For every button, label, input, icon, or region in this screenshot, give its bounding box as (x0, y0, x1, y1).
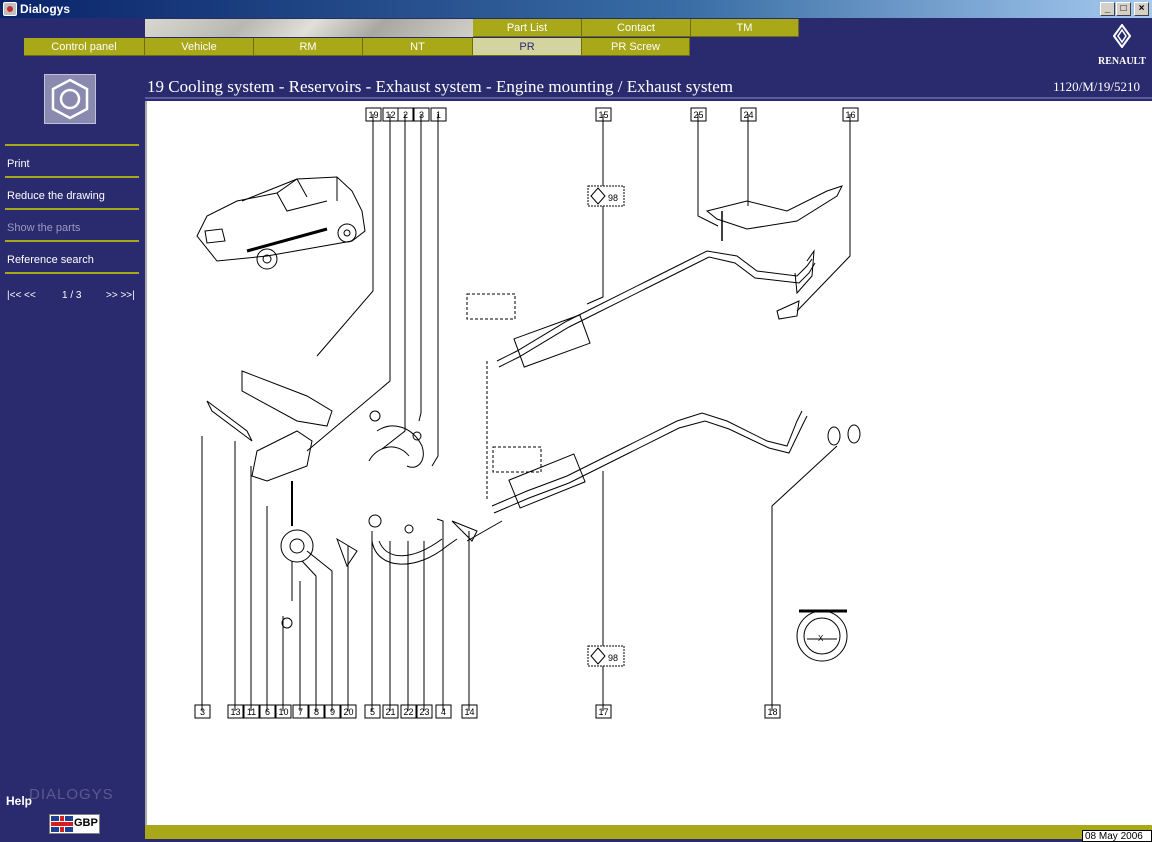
sidebar-item-reference-search[interactable]: Reference search (7, 254, 94, 266)
section-logo (44, 74, 96, 124)
nav-vehicle[interactable]: Vehicle (145, 38, 254, 56)
language-selector[interactable]: GBP (49, 814, 100, 834)
window-title-bar: Dialogys _ □ × (0, 0, 1152, 18)
renault-diamond-icon (1112, 23, 1132, 49)
brand-name: RENAULT (1098, 56, 1146, 67)
sidebar-item-reduce-drawing[interactable]: Reduce the drawing (7, 190, 105, 202)
bottom-ref-label[interactable]: 7 (298, 707, 303, 717)
nav-nt[interactable]: NT (363, 38, 473, 56)
sidebar-divider (5, 240, 139, 242)
bottom-ref-label[interactable]: 17 (598, 707, 608, 717)
minimize-button[interactable]: _ (1100, 2, 1115, 16)
bottom-ref-label[interactable]: 3 (200, 707, 205, 717)
bottom-ref-label[interactable]: 21 (385, 707, 395, 717)
uk-flag-icon (51, 816, 73, 832)
close-button[interactable]: × (1134, 2, 1149, 16)
bottom-ref-label[interactable]: 11 (247, 707, 256, 717)
maximize-button[interactable]: □ (1116, 2, 1131, 16)
marker-98-top-label: 98 (608, 193, 618, 203)
bottom-ref-label[interactable]: 6 (265, 707, 270, 717)
nav-pr-screw[interactable]: PR Screw (582, 38, 690, 56)
clamp-dimension-label: X (818, 634, 824, 643)
sidebar-divider (5, 272, 139, 274)
marker-98-top: 98 (587, 185, 625, 207)
nav-contact[interactable]: Contact (582, 19, 691, 37)
header: Part List Contact TM Control panel Vehic… (0, 18, 1152, 74)
car-sketch (196, 176, 366, 270)
bottom-ref-label[interactable]: 13 (230, 707, 240, 717)
sidebar-item-print[interactable]: Print (7, 158, 30, 170)
nav-tm[interactable]: TM (691, 19, 799, 37)
date-display: 08 May 2006 (1082, 830, 1152, 842)
bottom-ref-label[interactable]: 22 (403, 707, 413, 717)
sidebar-item-show-parts[interactable]: Show the parts (7, 222, 81, 234)
pager-indicator: 1 / 3 (62, 290, 82, 301)
bottom-ref-label[interactable]: 10 (278, 707, 288, 717)
bottom-ref-label[interactable]: 20 (343, 707, 353, 717)
header-banner-image (145, 19, 473, 37)
bottom-ref-label[interactable]: 18 (767, 707, 777, 717)
pager-first-button[interactable]: |<< << (7, 290, 36, 301)
sidebar: Print Reduce the drawing Show the parts … (0, 74, 145, 839)
pager-next-button[interactable]: >> >>| (106, 290, 135, 301)
hex-nut-icon (51, 78, 89, 120)
bottom-ref-label[interactable]: 4 (441, 707, 446, 717)
bottom-ref-label[interactable]: 23 (419, 707, 429, 717)
window-title: Dialogys (20, 2, 71, 16)
nav-control-panel[interactable]: Control panel (24, 38, 145, 56)
page-title-bar: 19 Cooling system - Reservoirs - Exhaust… (145, 74, 1152, 99)
bottom-ref-label[interactable]: 9 (330, 707, 335, 717)
bottom-ref-label[interactable]: 8 (314, 707, 319, 717)
marker-98-bottom: 98 (587, 645, 625, 667)
nav-part-list[interactable]: Part List (473, 19, 582, 37)
sidebar-divider (5, 176, 139, 178)
app-icon (3, 2, 17, 16)
help-link[interactable]: Help (6, 794, 33, 808)
nav-rm[interactable]: RM (254, 38, 363, 56)
drawing-reference: 1120/M/19/5210 (1053, 79, 1140, 94)
dialogys-watermark: DIALOGYS (29, 786, 114, 803)
bottom-ref-label[interactable]: 5 (370, 707, 375, 717)
renault-logo: RENAULT (1096, 23, 1148, 70)
nav-pr[interactable]: PR (473, 38, 582, 56)
sidebar-divider (5, 208, 139, 210)
status-strip: 08 May 2006 (145, 825, 1152, 842)
bottom-ref-label[interactable]: 14 (464, 707, 474, 717)
page-title: 19 Cooling system - Reservoirs - Exhaust… (147, 77, 733, 96)
sidebar-divider (5, 144, 139, 146)
language-code: GBP (74, 817, 98, 829)
marker-98-bottom-label: 98 (608, 653, 618, 663)
